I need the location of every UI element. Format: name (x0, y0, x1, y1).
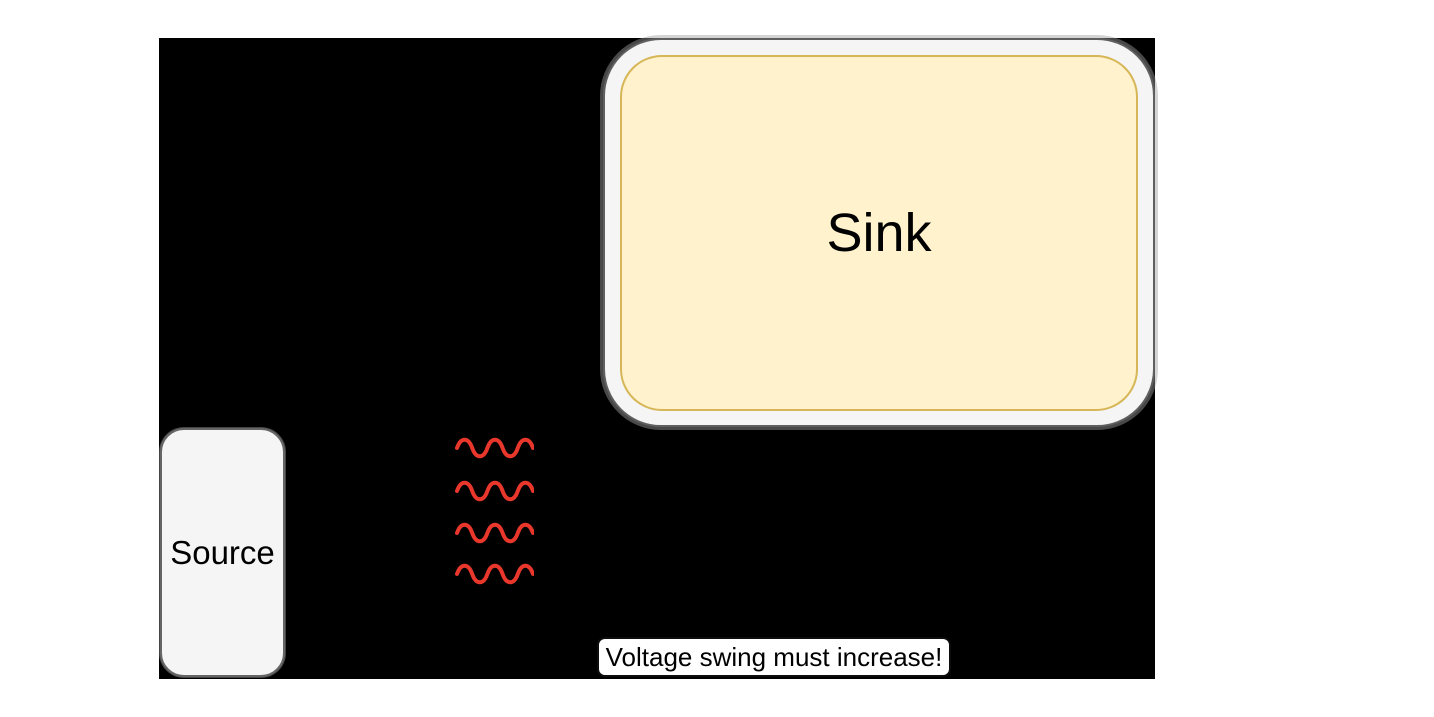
wave-path (455, 522, 534, 544)
source-node-label: Source (170, 534, 275, 571)
wave-path (455, 480, 534, 502)
voltage-swing-callout: Voltage swing must increase! (597, 637, 951, 677)
source-node: Source (160, 428, 285, 677)
sink-node-label: Sink (826, 203, 932, 263)
interference-wave-icon (455, 480, 534, 502)
wave-path (455, 437, 534, 459)
wave-path (455, 563, 534, 585)
interference-wave-icon (455, 563, 534, 585)
interference-wave-icon (455, 522, 534, 544)
sink-node: Sink (620, 55, 1138, 411)
interference-wave-icon (455, 437, 534, 459)
voltage-swing-callout-label: Voltage swing must increase! (605, 642, 943, 672)
